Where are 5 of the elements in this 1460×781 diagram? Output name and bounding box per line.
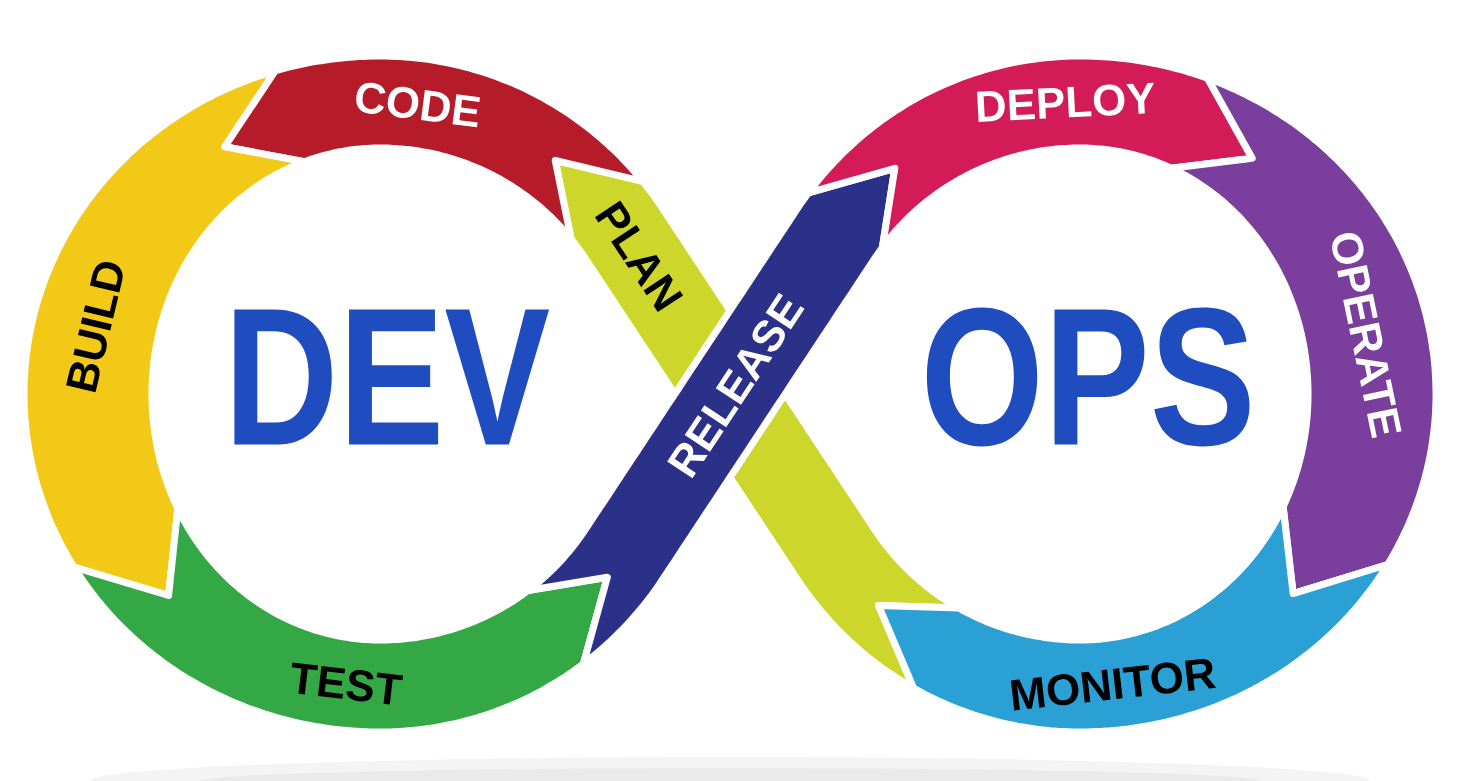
arrow-segment: MONITOR bbox=[875, 503, 1392, 736]
large-label: OPS bbox=[926, 307, 1250, 447]
arrow-segment: DEPLOY bbox=[804, 52, 1256, 252]
arrow-segment: TEST bbox=[70, 504, 611, 736]
large-label: DEV bbox=[234, 309, 550, 445]
